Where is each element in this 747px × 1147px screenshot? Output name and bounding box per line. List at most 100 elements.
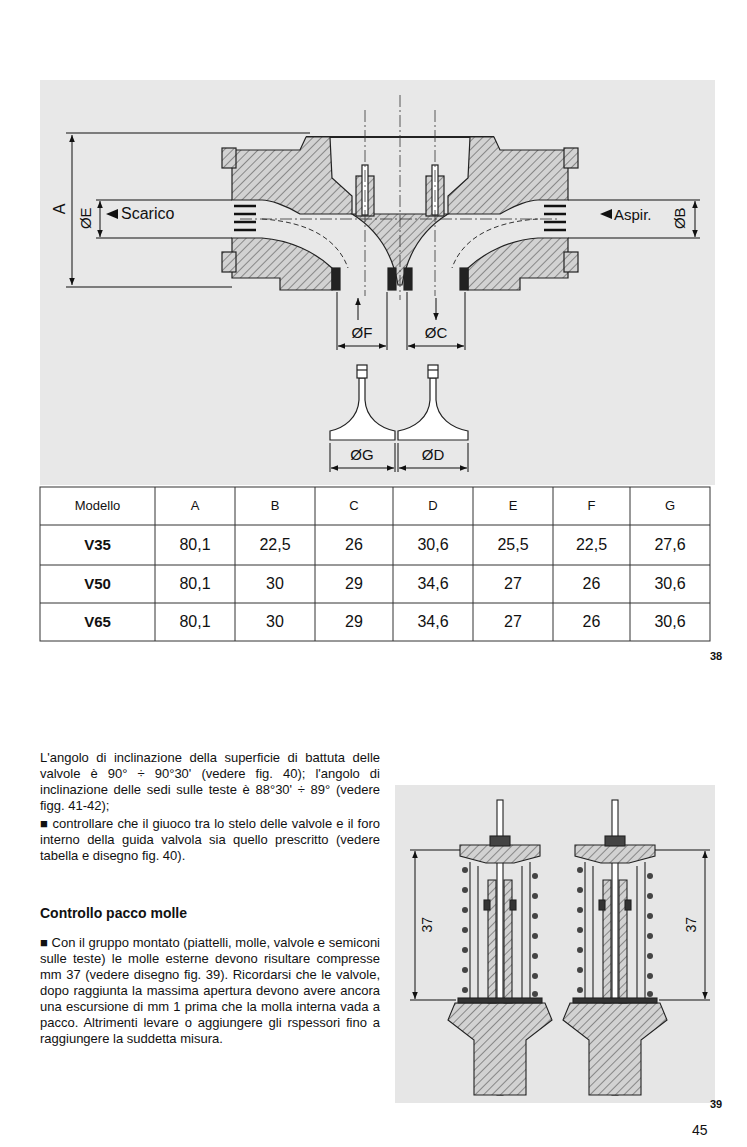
cylinder-head-section — [232, 137, 352, 214]
dimension-line — [568, 200, 700, 201]
table-cell: 30,6 — [393, 525, 473, 565]
valve — [428, 365, 438, 378]
dimension-label: ØC — [418, 325, 454, 342]
table-header: G — [630, 487, 710, 525]
table-cell: 80,1 — [155, 603, 235, 641]
dimension-line — [407, 292, 408, 350]
dimension-line — [96, 238, 232, 239]
dimension-line — [410, 850, 710, 1000]
cylinder-head-section — [564, 252, 578, 272]
table-grid — [40, 603, 710, 604]
table-grid — [473, 487, 474, 641]
port-label: Scarico — [121, 205, 201, 223]
valve-spring-assembly — [462, 947, 468, 953]
table-grid — [40, 487, 710, 641]
dimension-line — [66, 133, 700, 472]
dimension-line — [330, 443, 331, 472]
valve — [428, 369, 438, 370]
center-line — [240, 219, 560, 220]
table-cell: 30,6 — [630, 565, 710, 603]
figure-background — [395, 785, 715, 1103]
cylinder-head-section — [332, 268, 340, 290]
valve-spring-assembly — [469, 862, 470, 998]
flow-line — [452, 219, 538, 268]
table-cell: 26 — [553, 603, 630, 641]
dimension-line — [568, 238, 700, 239]
table-cell: 25,5 — [473, 525, 553, 565]
dimension-line — [358, 298, 359, 320]
dimension-line — [337, 292, 338, 350]
valve-spring-assembly — [532, 991, 538, 997]
section-heading: Controllo pacco molle — [40, 905, 380, 921]
dimension-line — [695, 201, 696, 237]
page-number: 45 — [692, 1122, 732, 1138]
table-cell: 30 — [235, 565, 315, 603]
body-text: ■ Con il gruppo montato (piattelli, moll… — [40, 935, 380, 1047]
table-cell: 80,1 — [155, 525, 235, 565]
valve-spring-assembly — [532, 873, 538, 879]
table-grid — [630, 487, 631, 641]
table-cell: 29 — [315, 565, 393, 603]
table-cell: 26 — [553, 565, 630, 603]
valve-spring-assembly — [484, 900, 490, 910]
port-flange — [234, 221, 256, 224]
valve-spring-assembly — [458, 998, 542, 1003]
valve — [357, 369, 367, 370]
model-name: V65 — [40, 603, 155, 641]
table-grid — [40, 525, 710, 526]
valve-spring-assembly — [462, 867, 468, 873]
cylinder-head-section — [564, 148, 578, 168]
dimension-line — [415, 851, 416, 999]
dimension-line — [655, 850, 710, 851]
dimension-line — [705, 851, 706, 999]
valve-spring-assembly — [462, 927, 468, 933]
table-cell: 30,6 — [630, 603, 710, 641]
table-cell: 27 — [473, 565, 553, 603]
valve-spring-assembly — [532, 973, 538, 979]
figure-background — [395, 785, 715, 1103]
table-cell: 34,6 — [393, 565, 473, 603]
table-grid — [553, 487, 554, 641]
dimension-line — [408, 346, 464, 347]
valve-spring-assembly — [510, 900, 516, 910]
figure-background — [40, 80, 715, 485]
valve-spring-assembly — [462, 967, 468, 973]
table-cell: 27,6 — [630, 525, 710, 565]
dimension-line — [465, 292, 466, 350]
port-flange — [544, 229, 566, 232]
valve-spring-assembly — [521, 866, 522, 998]
center-line — [400, 95, 401, 300]
table-header: C — [315, 487, 393, 525]
dimension-label: ØE — [78, 203, 95, 233]
port-arrow — [600, 209, 612, 219]
port-flange — [234, 229, 256, 232]
dimension-line — [659, 1000, 710, 1001]
valve-spring-assembly — [448, 1003, 552, 1095]
port-label: Aspir. — [614, 206, 674, 223]
model-name: V35 — [40, 525, 155, 565]
center-line — [435, 110, 436, 296]
dimension-label: ØF — [344, 325, 380, 342]
dimension-label: 37 — [420, 913, 435, 937]
valve-spring-assembly — [532, 953, 538, 959]
dimension-line — [398, 443, 399, 472]
dimension-line — [66, 133, 310, 134]
dimension-line — [100, 201, 101, 237]
table-header: A — [155, 487, 235, 525]
table-grid — [155, 487, 156, 641]
valve-spring-assembly — [532, 913, 538, 919]
table-grid — [235, 487, 236, 641]
valve-spring-assembly — [462, 907, 468, 913]
cylinder-head-section — [222, 252, 236, 272]
table-header: F — [553, 487, 630, 525]
table-grid — [40, 487, 710, 641]
table-grid — [393, 487, 394, 641]
valve-spring-assembly — [460, 845, 540, 863]
valve-spring-assembly — [532, 893, 538, 899]
table-grid — [315, 487, 316, 641]
cylinder-head-section — [404, 268, 412, 290]
valve-spring-assembly — [504, 880, 512, 1003]
valve-spring-assembly — [488, 880, 496, 1003]
